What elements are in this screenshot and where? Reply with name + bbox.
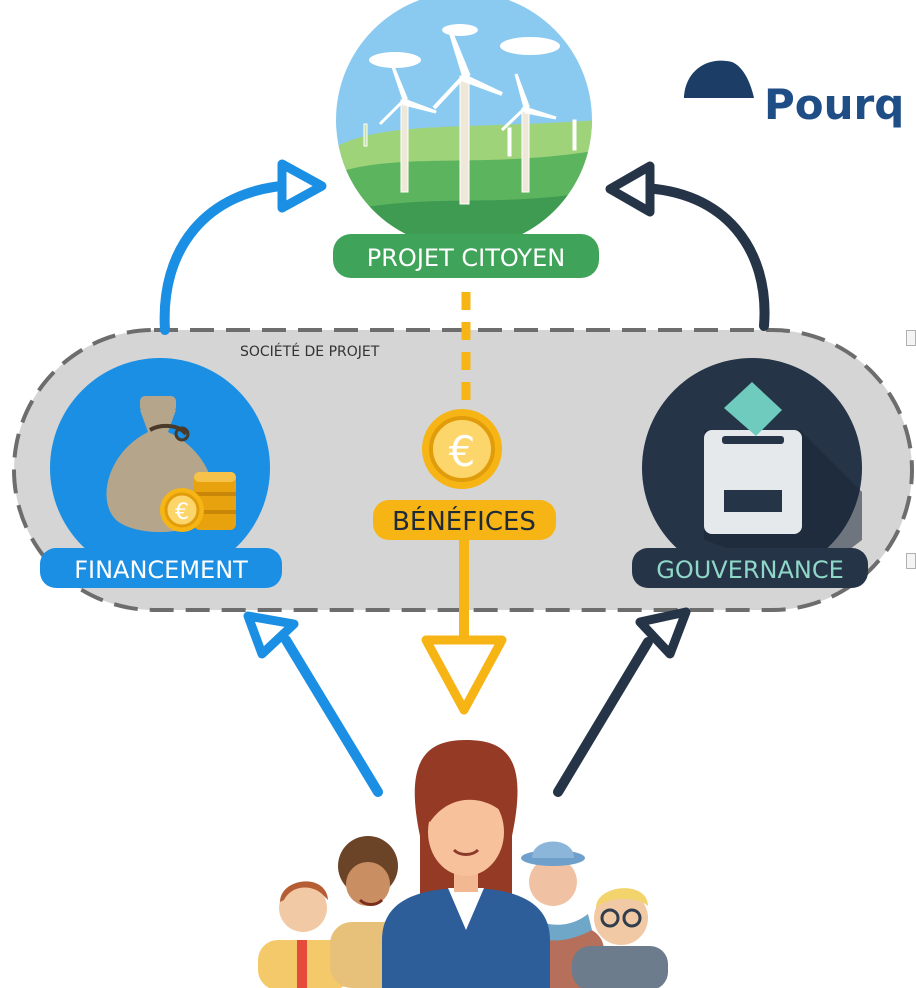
project-label-pill (333, 234, 599, 278)
financing-label: FINANCEMENT (74, 556, 248, 584)
money-bag-icon: € (50, 358, 270, 578)
heading-blob-icon (682, 54, 756, 100)
arrow-citizens-to-financing (281, 635, 383, 797)
ballot-box-icon (642, 358, 862, 578)
governance-label: GOUVERNANCE (656, 556, 844, 584)
arrow-citizens-to-governance (553, 637, 653, 797)
arrow-governance-to-project (635, 183, 770, 331)
coin-symbol: € (449, 427, 476, 476)
profits-label: BÉNÉFICES (392, 505, 536, 537)
project-label: PROJET CITOYEN (367, 244, 565, 272)
profits-label-pill (373, 500, 556, 540)
arrow-financing-to-project (159, 180, 297, 335)
euro-coin-icon: € (422, 409, 502, 489)
arrowhead-governance (605, 161, 655, 217)
small-coin-symbol: € (175, 500, 189, 525)
arrowhead-citizens-governance (635, 607, 691, 659)
arrowhead-citizens-financing (243, 611, 299, 659)
page-heading: Pourq (764, 80, 905, 129)
profits-arrowhead (421, 635, 507, 715)
company-label: SOCIÉTÉ DE PROJET (240, 343, 380, 360)
citizens-group-icon (258, 740, 668, 988)
financing-label-pill (40, 548, 282, 588)
arrowhead-financing (277, 159, 327, 213)
wind-turbine-icon (336, 0, 592, 248)
governance-label-pill (632, 548, 868, 588)
